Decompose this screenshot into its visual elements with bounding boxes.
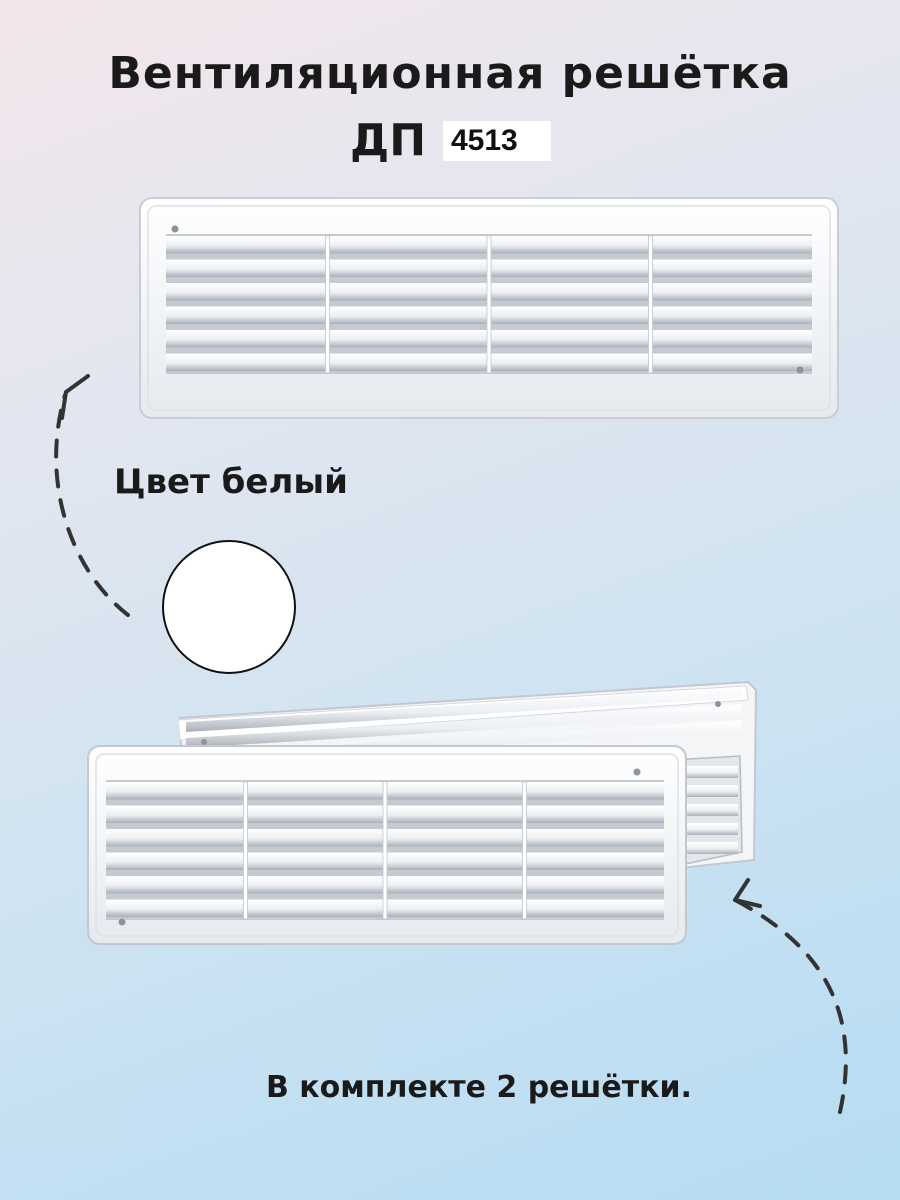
model-number: 4513 [443,121,551,161]
grille-front-view [139,197,839,419]
model-prefix: ДП [350,115,427,166]
grille-divider [522,781,527,920]
dashed-arrow-up-left-icon [54,374,130,617]
grille-slat [186,704,742,748]
grille-slat [678,785,738,797]
grille-slat [678,766,738,778]
color-label: Цвет белый [114,462,348,502]
grille-front-view-pair [87,745,687,945]
kit-label: В комплекте 2 решётки. [266,1070,692,1105]
color-swatch [162,540,296,674]
grille-slat [678,804,738,816]
grille-slat [678,823,738,835]
grille-divider [648,235,653,374]
grille-slat [678,842,738,854]
page-title: Вентиляционная решётка [108,48,792,99]
dashed-arrow-up-right-icon [733,878,848,1114]
grille-divider [243,781,248,920]
grille-divider [382,781,388,920]
grille-divider [325,235,330,374]
grille-slat [186,688,742,732]
grille-divider [486,235,492,374]
